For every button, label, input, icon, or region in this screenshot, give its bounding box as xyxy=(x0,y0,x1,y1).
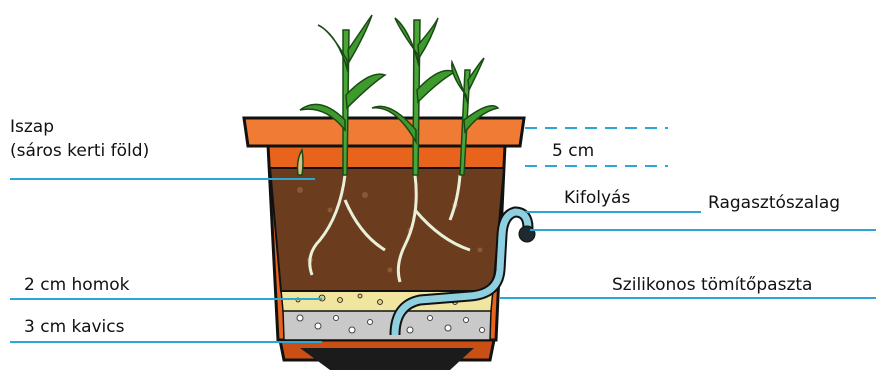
sand-label: 2 cm homok xyxy=(24,275,130,295)
gravel-layer xyxy=(283,310,491,340)
tape-label: Ragasztószalag xyxy=(708,193,840,213)
mud-label: Iszap (sáros kerti föld) xyxy=(10,117,149,161)
tape-leader-line xyxy=(530,229,876,231)
sand-leader-line xyxy=(10,298,322,300)
soil-layer xyxy=(270,168,504,291)
silicone-label: Szilikonos tömítőpaszta xyxy=(612,275,812,295)
mud-label-line1: Iszap xyxy=(10,117,149,137)
mud-leader-line xyxy=(10,178,315,180)
outlet-label: Kifolyás xyxy=(564,188,630,208)
gravel-leader-line xyxy=(10,341,322,343)
silicone-leader-line xyxy=(500,297,876,299)
depth-marker-lines xyxy=(525,128,668,166)
gravel-label: 3 cm kavics xyxy=(24,317,124,337)
outlet-leader-line xyxy=(525,211,701,213)
depth-label: 5 cm xyxy=(552,141,594,161)
mud-label-line2: (sáros kerti föld) xyxy=(10,141,149,161)
